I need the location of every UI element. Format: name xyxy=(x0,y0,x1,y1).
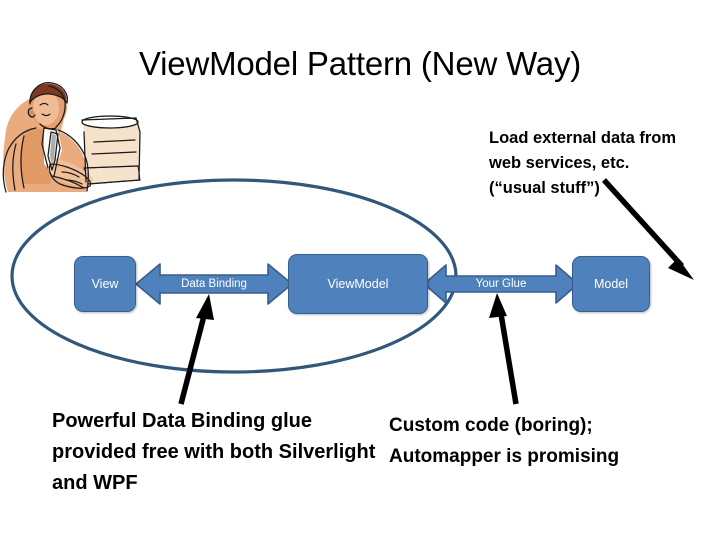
pointer-to-your-glue-icon xyxy=(489,293,519,405)
diagram-box-view[interactable]: View xyxy=(74,256,136,312)
diagram-box-viewmodel[interactable]: ViewModel xyxy=(288,254,428,314)
page-title: ViewModel Pattern (New Way) xyxy=(138,45,582,82)
caption-custom-code: Custom code (boring); Automapper is prom… xyxy=(389,415,620,467)
caption-data-binding: Powerful Data Binding glue provided free… xyxy=(52,410,376,494)
diagram-box-model[interactable]: Model xyxy=(572,256,650,312)
businessman-at-desk-illustration xyxy=(0,72,142,234)
connector-data-binding[interactable]: Data Binding xyxy=(134,258,294,310)
connector-your-glue[interactable]: Your Glue xyxy=(422,260,580,308)
callout-load-external-data: Load external data from web services, et… xyxy=(489,129,677,197)
pointer-to-data-binding-icon xyxy=(178,294,214,405)
